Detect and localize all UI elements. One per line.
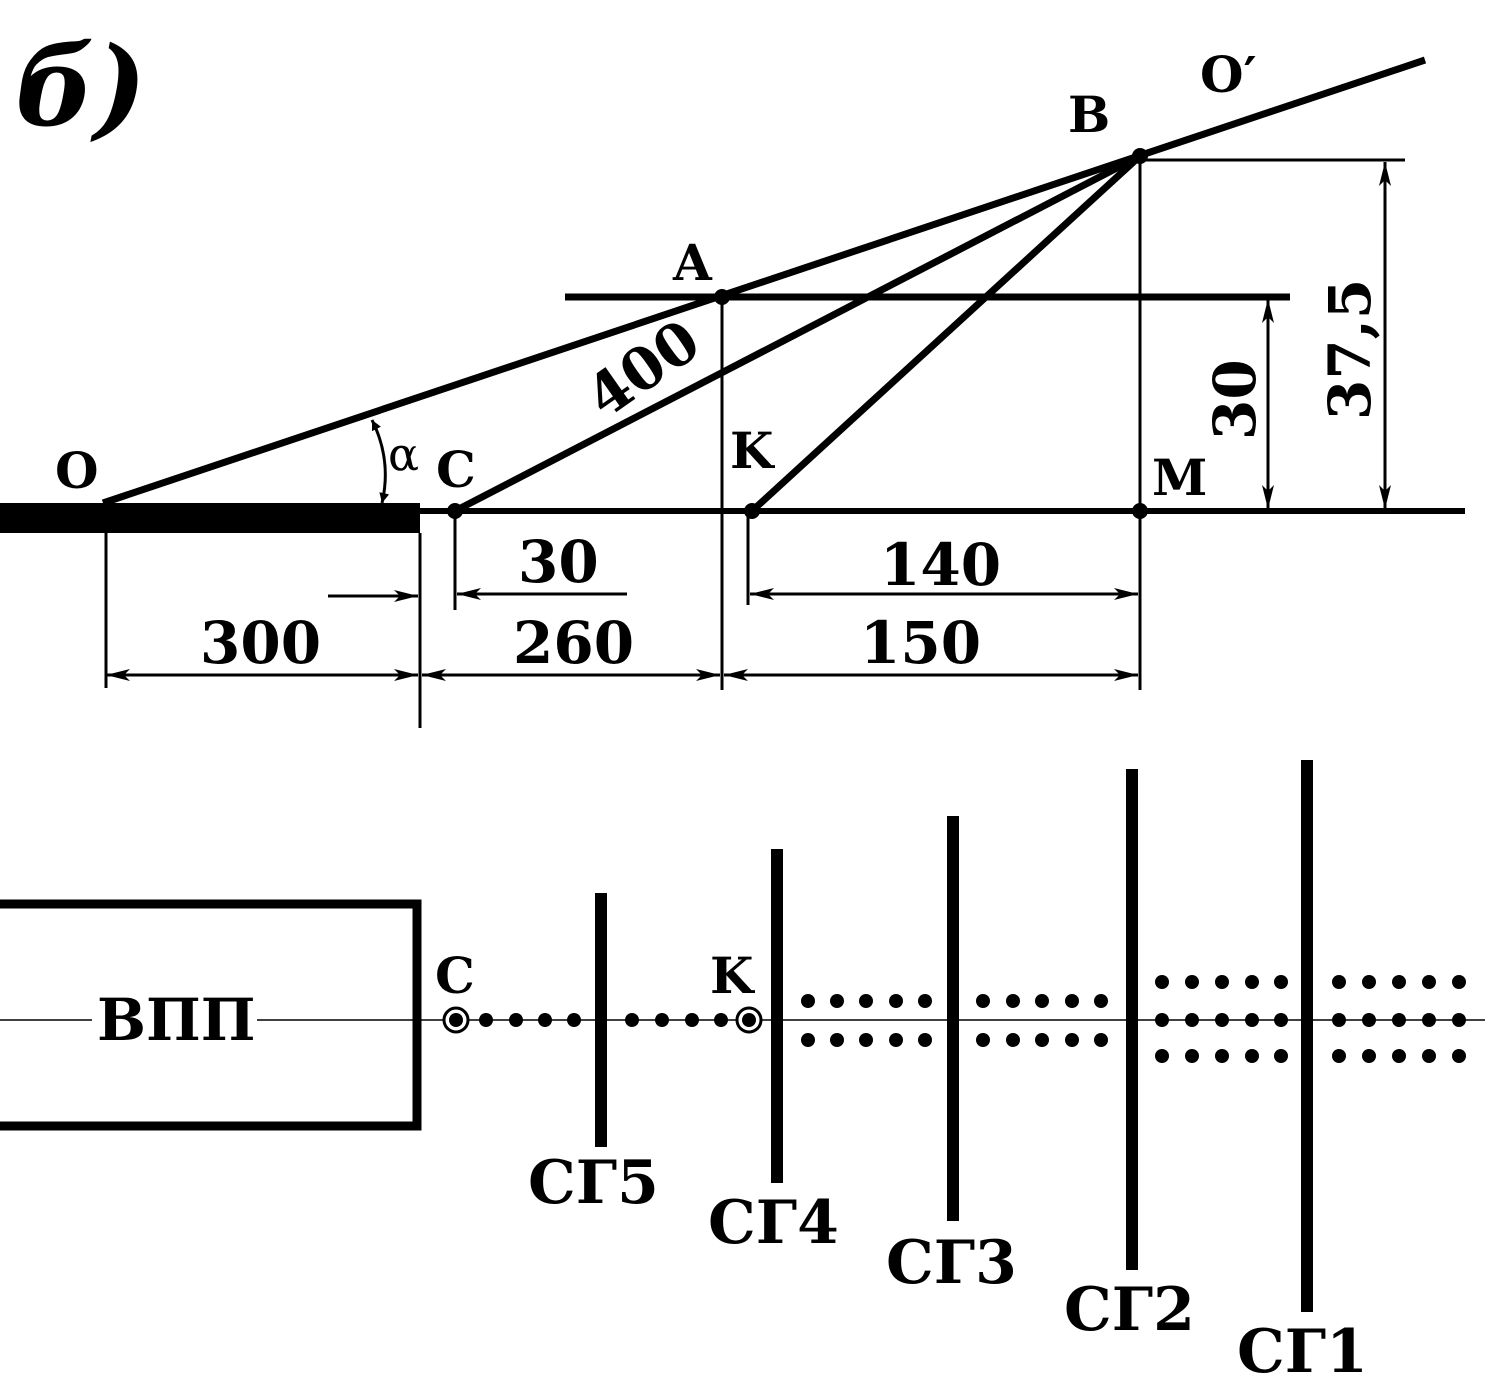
point-a (714, 289, 730, 305)
approach-light-dot (801, 994, 815, 1008)
label-o-prime: O′ (1200, 45, 1257, 104)
approach-light-dot (1035, 1033, 1049, 1047)
sg-label-3: СГ3 (886, 1228, 1017, 1298)
approach-light-dot (1452, 1049, 1466, 1063)
approach-light-dot (1452, 975, 1466, 989)
approach-light-dot (918, 1033, 932, 1047)
approach-light-dot (889, 994, 903, 1008)
dim-150: 150 (860, 609, 981, 677)
approach-light-dot (1215, 975, 1229, 989)
point-m (1132, 503, 1148, 519)
plan-label-k: K (710, 946, 755, 1005)
label-k: K (730, 421, 775, 480)
sg-label-5: СГ5 (528, 1148, 659, 1218)
approach-light-dot (1274, 975, 1288, 989)
beacon-k-dot (742, 1013, 756, 1027)
approach-light-dot (685, 1013, 699, 1027)
approach-light-dot (1422, 975, 1436, 989)
approach-light-dot (1392, 1013, 1406, 1027)
plan-label-c: C (435, 946, 475, 1005)
approach-light-dot (1274, 1049, 1288, 1063)
point-c (447, 503, 463, 519)
approach-light-dot (801, 1033, 815, 1047)
approach-light-dot (859, 994, 873, 1008)
approach-light-dot (1185, 975, 1199, 989)
point-b (1132, 148, 1148, 164)
runway-profile (0, 503, 420, 533)
approach-light-dot (509, 1013, 523, 1027)
approach-light-dot (1006, 1033, 1020, 1047)
sg-label-1: СГ1 (1237, 1317, 1368, 1387)
sg-label-2: СГ2 (1064, 1275, 1195, 1345)
dim-260: 260 (513, 609, 634, 677)
sg-label-4: СГ4 (708, 1188, 839, 1258)
approach-light-dot (1392, 975, 1406, 989)
approach-light-dot (830, 1033, 844, 1047)
approach-light-dot (1362, 1013, 1376, 1027)
approach-light-dot (1392, 1049, 1406, 1063)
angle-alpha-arc (370, 419, 390, 504)
approach-light-dot (1245, 1049, 1259, 1063)
figure-label: б) (15, 22, 146, 151)
approach-light-dot (889, 1033, 903, 1047)
label-m: M (1152, 448, 1207, 507)
approach-light-dot (1422, 1049, 1436, 1063)
approach-light-dot (1094, 1033, 1108, 1047)
approach-light-dot (655, 1013, 669, 1027)
glide-path-line (101, 56, 1427, 507)
approach-light-dot (859, 1033, 873, 1047)
angle-alpha-label: α (388, 427, 419, 481)
approach-light-dot (1185, 1013, 1199, 1027)
approach-light-dot (1215, 1013, 1229, 1027)
approach-light-dot (1274, 1013, 1288, 1027)
runway-label: ВПП (97, 986, 256, 1054)
approach-light-dot (1332, 975, 1346, 989)
approach-light-dot (567, 1013, 581, 1027)
runway-label-bg (92, 995, 257, 1045)
approach-light-dot (538, 1013, 552, 1027)
approach-light-dot (1094, 994, 1108, 1008)
dim-300: 300 (200, 609, 321, 677)
approach-light-dot (479, 1013, 493, 1027)
approach-light-dot (625, 1013, 639, 1027)
beacon-c-dot (449, 1013, 463, 1027)
dim-30h: 30 (518, 528, 599, 596)
point-k (744, 503, 760, 519)
approach-light-dot (1065, 1033, 1079, 1047)
approach-light-dot (1185, 1049, 1199, 1063)
approach-light-dot (1155, 1049, 1169, 1063)
label-b: B (1068, 85, 1110, 144)
dim-140: 140 (880, 531, 1001, 599)
approach-light-dot (1332, 1049, 1346, 1063)
approach-light-dot (1065, 994, 1079, 1008)
label-c: C (436, 440, 476, 499)
approach-light-dot (1422, 1013, 1436, 1027)
approach-lights (479, 975, 1466, 1063)
approach-light-dot (714, 1013, 728, 1027)
line-kb (749, 153, 1143, 514)
approach-light-dot (1332, 1013, 1346, 1027)
approach-light-dot (1035, 994, 1049, 1008)
approach-light-dot (1362, 1049, 1376, 1063)
approach-light-dot (1245, 975, 1259, 989)
approach-light-dot (1215, 1049, 1229, 1063)
approach-light-dot (1155, 1013, 1169, 1027)
approach-light-dot (1245, 1013, 1259, 1027)
label-o: O (55, 441, 99, 500)
approach-light-dot (976, 994, 990, 1008)
approach-light-dot (1452, 1013, 1466, 1027)
approach-light-dot (830, 994, 844, 1008)
approach-light-dot (918, 994, 932, 1008)
dim-37-5: 37,5 (1316, 279, 1384, 420)
line-cb (453, 152, 1142, 515)
dim-30v: 30 (1201, 359, 1269, 440)
approach-light-dot (1155, 975, 1169, 989)
approach-light-dot (976, 1033, 990, 1047)
approach-light-dot (1006, 994, 1020, 1008)
label-a: A (672, 233, 713, 292)
approach-light-dot (1362, 975, 1376, 989)
